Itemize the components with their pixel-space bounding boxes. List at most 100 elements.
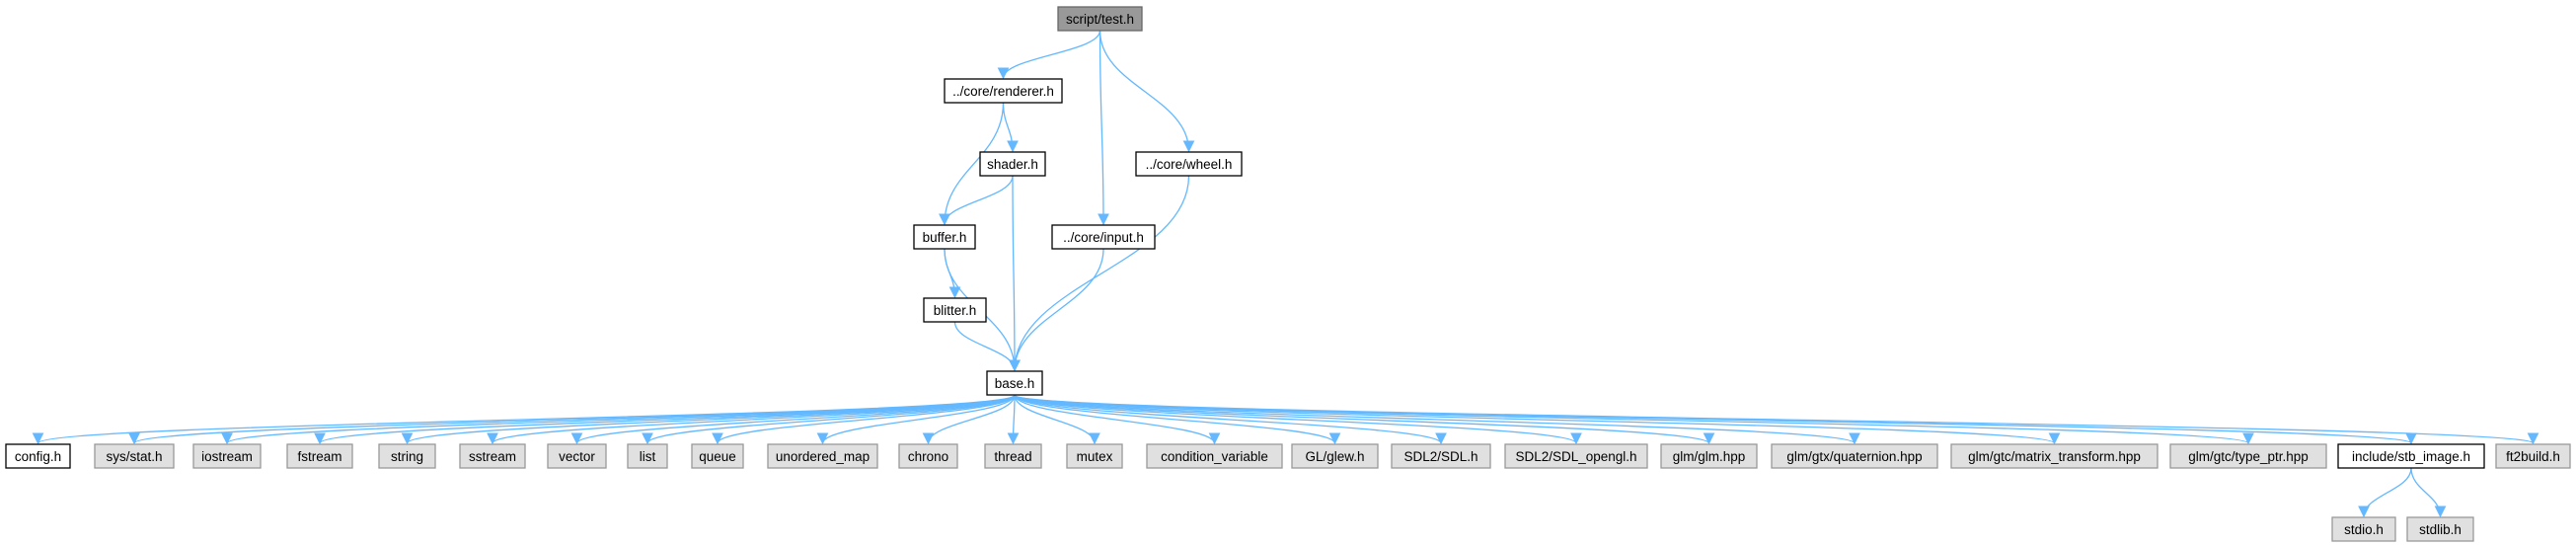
node-box-stb_image[interactable]: [2337, 443, 2485, 469]
node-box-chrono[interactable]: [898, 443, 958, 469]
node-label-mutex: mutex: [1077, 449, 1113, 464]
node-label-iostream: iostream: [201, 449, 253, 464]
node-box-shader[interactable]: [979, 151, 1046, 177]
edge-base-to-vector: [570, 394, 1016, 445]
node-label-buffer: buffer.h: [923, 230, 967, 245]
node-chrono[interactable]: chrono: [898, 443, 958, 469]
node-label-renderer: ../core/renderer.h: [952, 84, 1054, 99]
node-label-stdio: stdio.h: [2344, 522, 2384, 537]
node-renderer[interactable]: ../core/renderer.h: [944, 78, 1063, 104]
node-label-glm: glm/glm.hpp: [1673, 449, 1746, 464]
node-box-string[interactable]: [378, 443, 436, 469]
node-base[interactable]: base.h: [986, 370, 1043, 396]
node-stdio[interactable]: stdio.h: [2331, 516, 2396, 542]
node-box-type_ptr[interactable]: [2169, 443, 2327, 469]
node-glm[interactable]: glm/glm.hpp: [1660, 443, 1758, 469]
node-input[interactable]: ../core/input.h: [1051, 224, 1156, 250]
node-box-stdio[interactable]: [2331, 516, 2396, 542]
node-box-fstream[interactable]: [286, 443, 353, 469]
node-box-ft2build[interactable]: [2495, 443, 2571, 469]
node-vector[interactable]: vector: [547, 443, 607, 469]
node-sdl_opengl[interactable]: SDL2/SDL_opengl.h: [1504, 443, 1648, 469]
edge-base-to-unordered_map: [816, 394, 1016, 445]
edge-base-to-sdl_opengl: [1014, 394, 1582, 445]
node-stdlib[interactable]: stdlib.h: [2406, 516, 2474, 542]
node-unordered_map[interactable]: unordered_map: [767, 443, 878, 469]
node-thread[interactable]: thread: [984, 443, 1042, 469]
node-box-thread[interactable]: [984, 443, 1042, 469]
node-box-config[interactable]: [5, 443, 71, 469]
edge-base-to-glew: [1014, 394, 1341, 445]
node-sdl[interactable]: SDL2/SDL.h: [1391, 443, 1491, 469]
node-label-string: string: [391, 449, 423, 464]
edge-base-to-string: [401, 394, 1016, 445]
node-box-stdlib[interactable]: [2406, 516, 2474, 542]
node-sysstat[interactable]: sys/stat.h: [94, 443, 175, 469]
node-box-unordered_map[interactable]: [767, 443, 878, 469]
node-box-base[interactable]: [986, 370, 1043, 396]
node-label-queue: queue: [699, 449, 736, 464]
node-box-quaternion[interactable]: [1771, 443, 1938, 469]
node-glew[interactable]: GL/glew.h: [1291, 443, 1379, 469]
node-list[interactable]: list: [627, 443, 668, 469]
node-iostream[interactable]: iostream: [192, 443, 262, 469]
node-box-vector[interactable]: [547, 443, 607, 469]
node-box-buffer[interactable]: [913, 224, 976, 250]
node-box-blitter[interactable]: [923, 297, 987, 323]
node-label-vector: vector: [559, 449, 595, 464]
node-queue[interactable]: queue: [691, 443, 744, 469]
edge-shader-to-base: [1009, 175, 1021, 372]
node-box-list[interactable]: [627, 443, 668, 469]
edge-base-to-quaternion: [1014, 394, 1860, 445]
node-type_ptr[interactable]: glm/gtc/type_ptr.hpp: [2169, 443, 2327, 469]
node-label-stdlib: stdlib.h: [2419, 522, 2462, 537]
node-box-queue[interactable]: [691, 443, 744, 469]
node-box-sdl_opengl[interactable]: [1504, 443, 1648, 469]
node-fstream[interactable]: fstream: [286, 443, 353, 469]
node-ft2build[interactable]: ft2build.h: [2495, 443, 2571, 469]
edge-script_test-to-input: [1098, 30, 1109, 226]
node-box-iostream[interactable]: [192, 443, 262, 469]
node-box-renderer[interactable]: [944, 78, 1063, 104]
node-condition_variable[interactable]: condition_variable: [1146, 443, 1283, 469]
node-label-condition_variable: condition_variable: [1161, 449, 1268, 464]
node-box-input[interactable]: [1051, 224, 1156, 250]
edge-input-to-base: [1009, 248, 1104, 372]
node-string[interactable]: string: [378, 443, 436, 469]
node-box-mutex[interactable]: [1066, 443, 1123, 469]
node-label-shader: shader.h: [987, 157, 1038, 172]
edge-stb_image-to-stdio: [2358, 467, 2412, 518]
node-box-condition_variable[interactable]: [1146, 443, 1283, 469]
node-label-type_ptr: glm/gtc/type_ptr.hpp: [2188, 449, 2309, 464]
node-quaternion[interactable]: glm/gtx/quaternion.hpp: [1771, 443, 1938, 469]
node-box-glew[interactable]: [1291, 443, 1379, 469]
node-box-sstream[interactable]: [459, 443, 526, 469]
node-box-wheel[interactable]: [1135, 151, 1243, 177]
edge-renderer-to-shader: [1002, 102, 1019, 153]
edge-stb_image-to-stdlib: [2410, 467, 2447, 518]
node-shader[interactable]: shader.h: [979, 151, 1046, 177]
node-wheel[interactable]: ../core/wheel.h: [1135, 151, 1243, 177]
node-box-script_test[interactable]: [1057, 6, 1143, 32]
edge-base-to-sdl: [1014, 394, 1447, 445]
node-box-sdl[interactable]: [1391, 443, 1491, 469]
node-label-config: config.h: [15, 449, 61, 464]
edge-script_test-to-wheel: [1099, 30, 1195, 153]
node-matrix_transform[interactable]: glm/gtc/matrix_transform.hpp: [1950, 443, 2159, 469]
node-sstream[interactable]: sstream: [459, 443, 526, 469]
node-box-matrix_transform[interactable]: [1950, 443, 2159, 469]
edge-base-to-glm: [1014, 394, 1715, 445]
node-buffer[interactable]: buffer.h: [913, 224, 976, 250]
node-mutex[interactable]: mutex: [1066, 443, 1123, 469]
node-blitter[interactable]: blitter.h: [923, 297, 987, 323]
node-box-sysstat[interactable]: [94, 443, 175, 469]
node-config[interactable]: config.h: [5, 443, 71, 469]
edge-wheel-to-base: [1009, 175, 1190, 372]
node-script_test[interactable]: script/test.h: [1057, 6, 1143, 32]
node-stb_image[interactable]: include/stb_image.h: [2337, 443, 2485, 469]
node-label-list: list: [640, 449, 656, 464]
edge-base-to-matrix_transform: [1014, 394, 2060, 445]
edge-script_test-to-renderer: [997, 30, 1101, 80]
node-box-glm[interactable]: [1660, 443, 1758, 469]
edge-base-to-type_ptr: [1014, 394, 2254, 445]
